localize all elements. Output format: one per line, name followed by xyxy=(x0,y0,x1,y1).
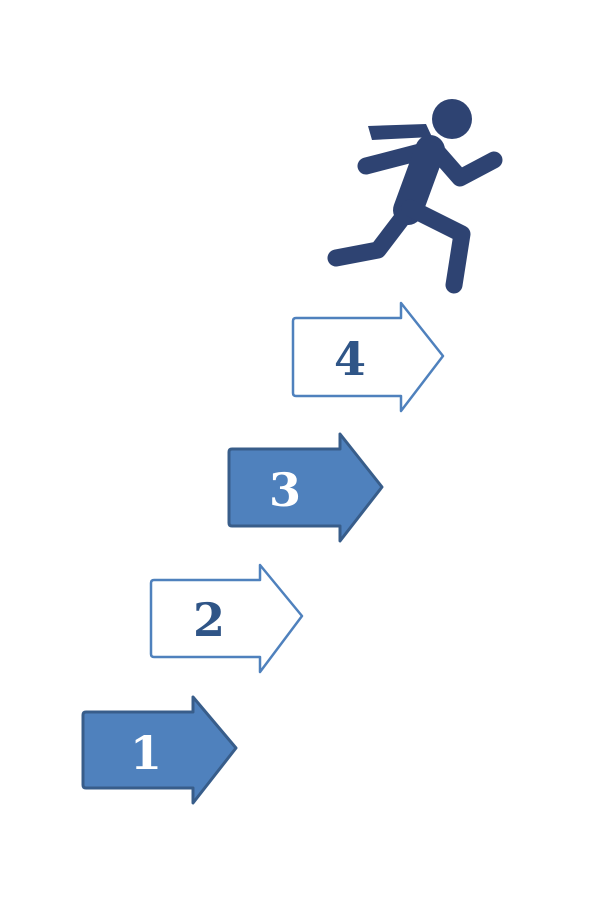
runner-tie xyxy=(368,124,432,140)
step-1-label: 1 xyxy=(130,726,162,780)
runner-back-leg xyxy=(327,199,419,267)
runner-back-arm xyxy=(357,143,429,175)
step-2-label: 2 xyxy=(193,593,225,647)
step-3-arrow: 3 xyxy=(227,432,384,543)
step-2-arrow: 2 xyxy=(149,563,304,674)
step-3-label: 3 xyxy=(269,463,301,517)
step-4-arrow-shape xyxy=(291,301,445,413)
step-1-arrow-shape xyxy=(81,695,238,805)
running-person-icon xyxy=(327,99,503,294)
step-4-label: 4 xyxy=(334,332,366,386)
step-1-arrow: 1 xyxy=(81,695,238,805)
step-2-arrow-shape xyxy=(149,563,304,674)
runner-front-leg xyxy=(401,199,471,294)
step-4-arrow: 4 xyxy=(291,301,445,413)
step-3-arrow-shape xyxy=(227,432,384,543)
runner-head xyxy=(432,99,472,139)
